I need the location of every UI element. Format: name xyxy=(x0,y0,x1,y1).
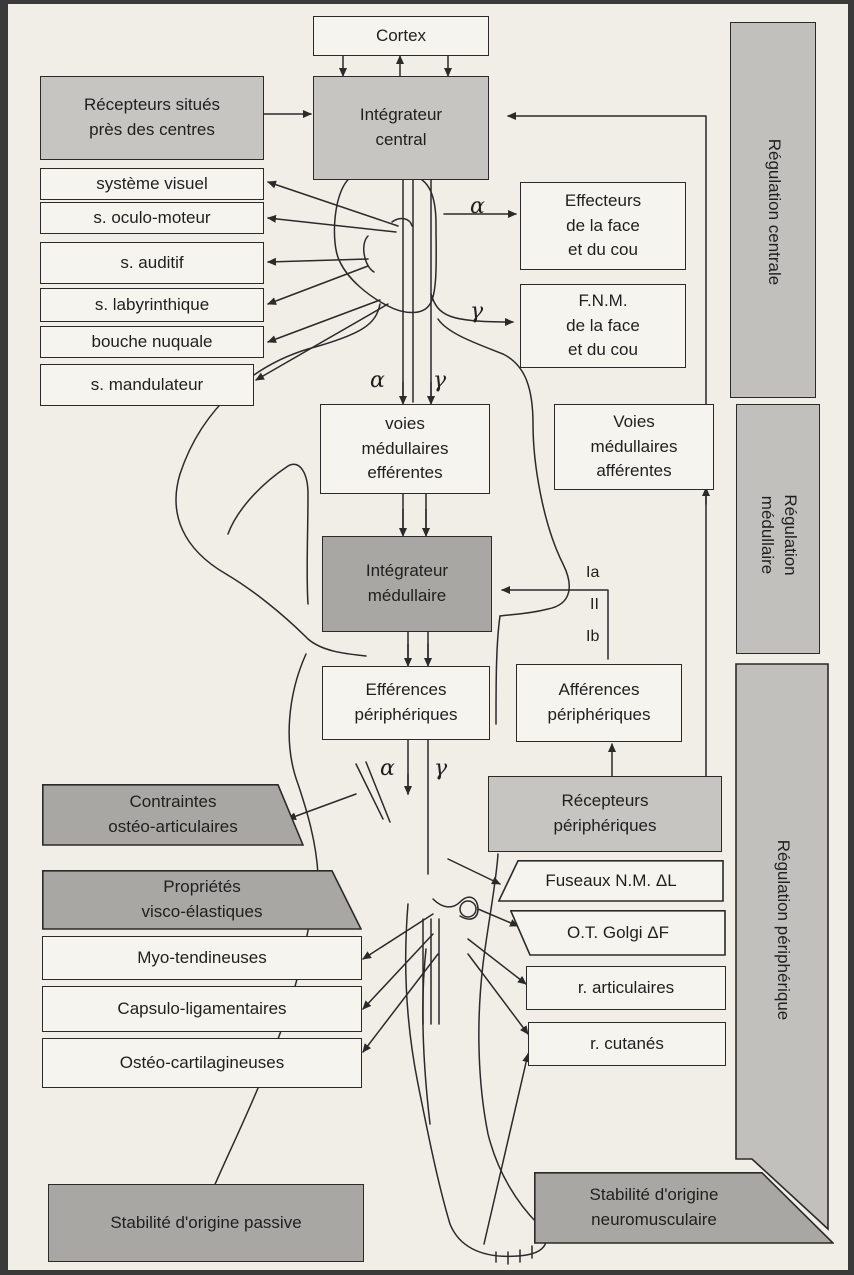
articular-receptors-label: r. articulaires xyxy=(577,977,675,997)
peripheral-band-tail xyxy=(735,663,829,1231)
peripheral-receptors-box: Récepteurs périphériques xyxy=(488,776,722,852)
cutaneous-receptors-box: r. cutanés xyxy=(528,1022,726,1066)
ear-outline xyxy=(362,235,375,273)
osteo-constraints-box: Contraintes ostéo-articulaires xyxy=(42,784,304,846)
sensor-labyrinth-label: s. labyrinthique xyxy=(94,294,210,314)
central-regulation-label: Régulation centrale xyxy=(765,138,784,286)
afferent-pathways-box: Voies médullaires afférentes xyxy=(554,404,714,490)
cortex-label: Cortex xyxy=(375,25,427,45)
head-outline xyxy=(333,175,437,314)
face-effectors-line-3: et du cou xyxy=(568,240,638,260)
golgi-label: O.T. Golgi ΔF xyxy=(566,922,670,942)
face-effectors-line-2: de la face xyxy=(566,215,640,235)
fiber-ia-label: Ia xyxy=(586,564,600,581)
sensor-auditory-label: s. auditif xyxy=(120,252,184,272)
fiber-ib-label: Ib xyxy=(586,628,600,645)
central-integrator-line-2: central xyxy=(375,130,427,149)
golgi-box: O.T. Golgi ΔF xyxy=(510,910,726,956)
cortex-box: Cortex xyxy=(313,16,489,56)
tissue-capsuloligamentous-label: Capsulo-ligamentaires xyxy=(117,998,287,1018)
face-effectors-line-1: Effecteurs xyxy=(564,191,642,211)
diagram-sheet: Cortex Intégrateur central voies médulla… xyxy=(8,4,848,1270)
spinal-regulation-line-2: médullaire xyxy=(758,495,778,575)
osteo-constraints-line-1: Contraintes xyxy=(129,792,217,812)
neuromuscular-stability-line-1: Stabilité d'origine xyxy=(589,1185,719,1205)
osteo-constraints-line-2: ostéo-articulaires xyxy=(108,817,238,836)
spinal-regulation-band xyxy=(736,404,820,654)
sensor-oculomotor-box: s. oculo-moteur xyxy=(40,202,264,234)
sensor-neck-mouth-box: bouche nuquale xyxy=(40,326,264,358)
face-fnm-line-2: de la face xyxy=(566,315,640,335)
gamma-label-leg: γ xyxy=(434,756,448,781)
sensor-labyrinth-box: s. labyrinthique xyxy=(40,288,264,322)
spinal-regulation-label: Régulation médullaire xyxy=(755,475,801,595)
near-receptors-box: Récepteurs situés près des centres xyxy=(40,76,264,160)
passive-stability-label: Stabilité d'origine passive xyxy=(110,1212,302,1232)
peripheral-receptors-line-1: Récepteurs xyxy=(561,791,649,811)
face-effectors-box: Effecteurs de la face et du cou xyxy=(520,182,686,270)
sensor-oculomotor-label: s. oculo-moteur xyxy=(93,207,211,227)
sensor-mandibular-label: s. mandulateur xyxy=(90,374,204,394)
central-integrator-line-1: Intégrateur xyxy=(359,105,443,125)
efferent-pathways-line-2: médullaires xyxy=(361,438,449,458)
sensor-mandibular-box: s. mandulateur xyxy=(40,364,254,406)
spinal-integrator-box: Intégrateur médullaire xyxy=(322,536,492,632)
peripheral-afferents-box: Afférences périphériques xyxy=(516,664,682,742)
spindles-box: Fuseaux N.M. ΔL xyxy=(498,860,724,902)
afferent-pathways-line-1: Voies xyxy=(613,412,655,432)
efferent-pathways-box: voies médullaires efférentes xyxy=(320,404,490,494)
sensor-visual-label: système visuel xyxy=(96,173,208,193)
face-fnm-box: F.N.M. de la face et du cou xyxy=(520,284,686,368)
gamma-label-face: γ xyxy=(470,299,484,324)
peripheral-efferents-line-1: Efférences xyxy=(365,680,447,700)
viscoelastic-line-1: Propriétés xyxy=(163,877,241,897)
sensor-visual-box: système visuel xyxy=(40,168,264,200)
gamma-label-spine: γ xyxy=(433,368,447,393)
viscoelastic-line-2: visco-élastiques xyxy=(141,902,263,921)
neuromuscular-stability-line-2: neuromusculaire xyxy=(591,1210,717,1229)
peripheral-receptors-line-2: périphériques xyxy=(553,816,657,835)
peripheral-afferents-line-2: périphériques xyxy=(547,705,651,724)
viscoelastic-box: Propriétés visco-élastiques xyxy=(42,870,362,930)
alpha-label-spine: α xyxy=(370,368,385,393)
alpha-label-face: α xyxy=(470,194,485,219)
alpha-label-leg: α xyxy=(380,756,395,781)
efferent-pathways-line-3: efférentes xyxy=(367,463,443,483)
spinal-integrator-line-2: médullaire xyxy=(367,586,447,605)
tissue-myotendinous-box: Myo-tendineuses xyxy=(42,936,362,980)
face-fnm-line-1: F.N.M. xyxy=(578,291,628,311)
peripheral-efferents-box: Efférences périphériques xyxy=(322,666,490,740)
neuromuscular-stability-box: Stabilité d'origine neuromusculaire xyxy=(534,1172,834,1244)
body-and-arrows xyxy=(175,53,829,1265)
peripheral-efferents-line-2: périphériques xyxy=(354,705,458,724)
tissue-myotendinous-label: Myo-tendineuses xyxy=(137,947,267,967)
passive-stability-box: Stabilité d'origine passive xyxy=(48,1184,364,1262)
spinal-integrator-line-1: Intégrateur xyxy=(365,561,449,581)
spindles-label: Fuseaux N.M. ΔL xyxy=(545,870,677,890)
articular-receptors-box: r. articulaires xyxy=(526,966,726,1010)
afferent-pathways-line-3: afférentes xyxy=(596,461,672,481)
central-integrator-box: Intégrateur central xyxy=(313,76,489,180)
tissue-capsuloligamentous-box: Capsulo-ligamentaires xyxy=(42,986,362,1032)
tissue-osteocartilaginous-label: Ostéo-cartilagineuses xyxy=(119,1052,285,1072)
cutaneous-receptors-label: r. cutanés xyxy=(590,1033,664,1053)
efferent-pathways-line-1: voies xyxy=(385,414,425,434)
sensor-auditory-box: s. auditif xyxy=(40,242,264,284)
near-receptors-line-1: Récepteurs situés xyxy=(83,95,221,115)
tissue-osteocartilaginous-box: Ostéo-cartilagineuses xyxy=(42,1038,362,1088)
near-receptors-line-2: près des centres xyxy=(89,120,215,139)
central-regulation-band xyxy=(730,22,816,398)
afferent-pathways-line-2: médullaires xyxy=(590,436,678,456)
sensor-neck-mouth-label: bouche nuquale xyxy=(91,331,213,351)
peripheral-regulation-label: Régulation périphérique xyxy=(774,839,793,1021)
eye-outline xyxy=(391,217,413,227)
face-fnm-line-3: et du cou xyxy=(568,340,638,360)
fiber-ii-label: II xyxy=(590,596,599,613)
spinal-regulation-line-1: Régulation xyxy=(781,494,800,576)
peripheral-afferents-line-1: Afférences xyxy=(558,680,640,700)
